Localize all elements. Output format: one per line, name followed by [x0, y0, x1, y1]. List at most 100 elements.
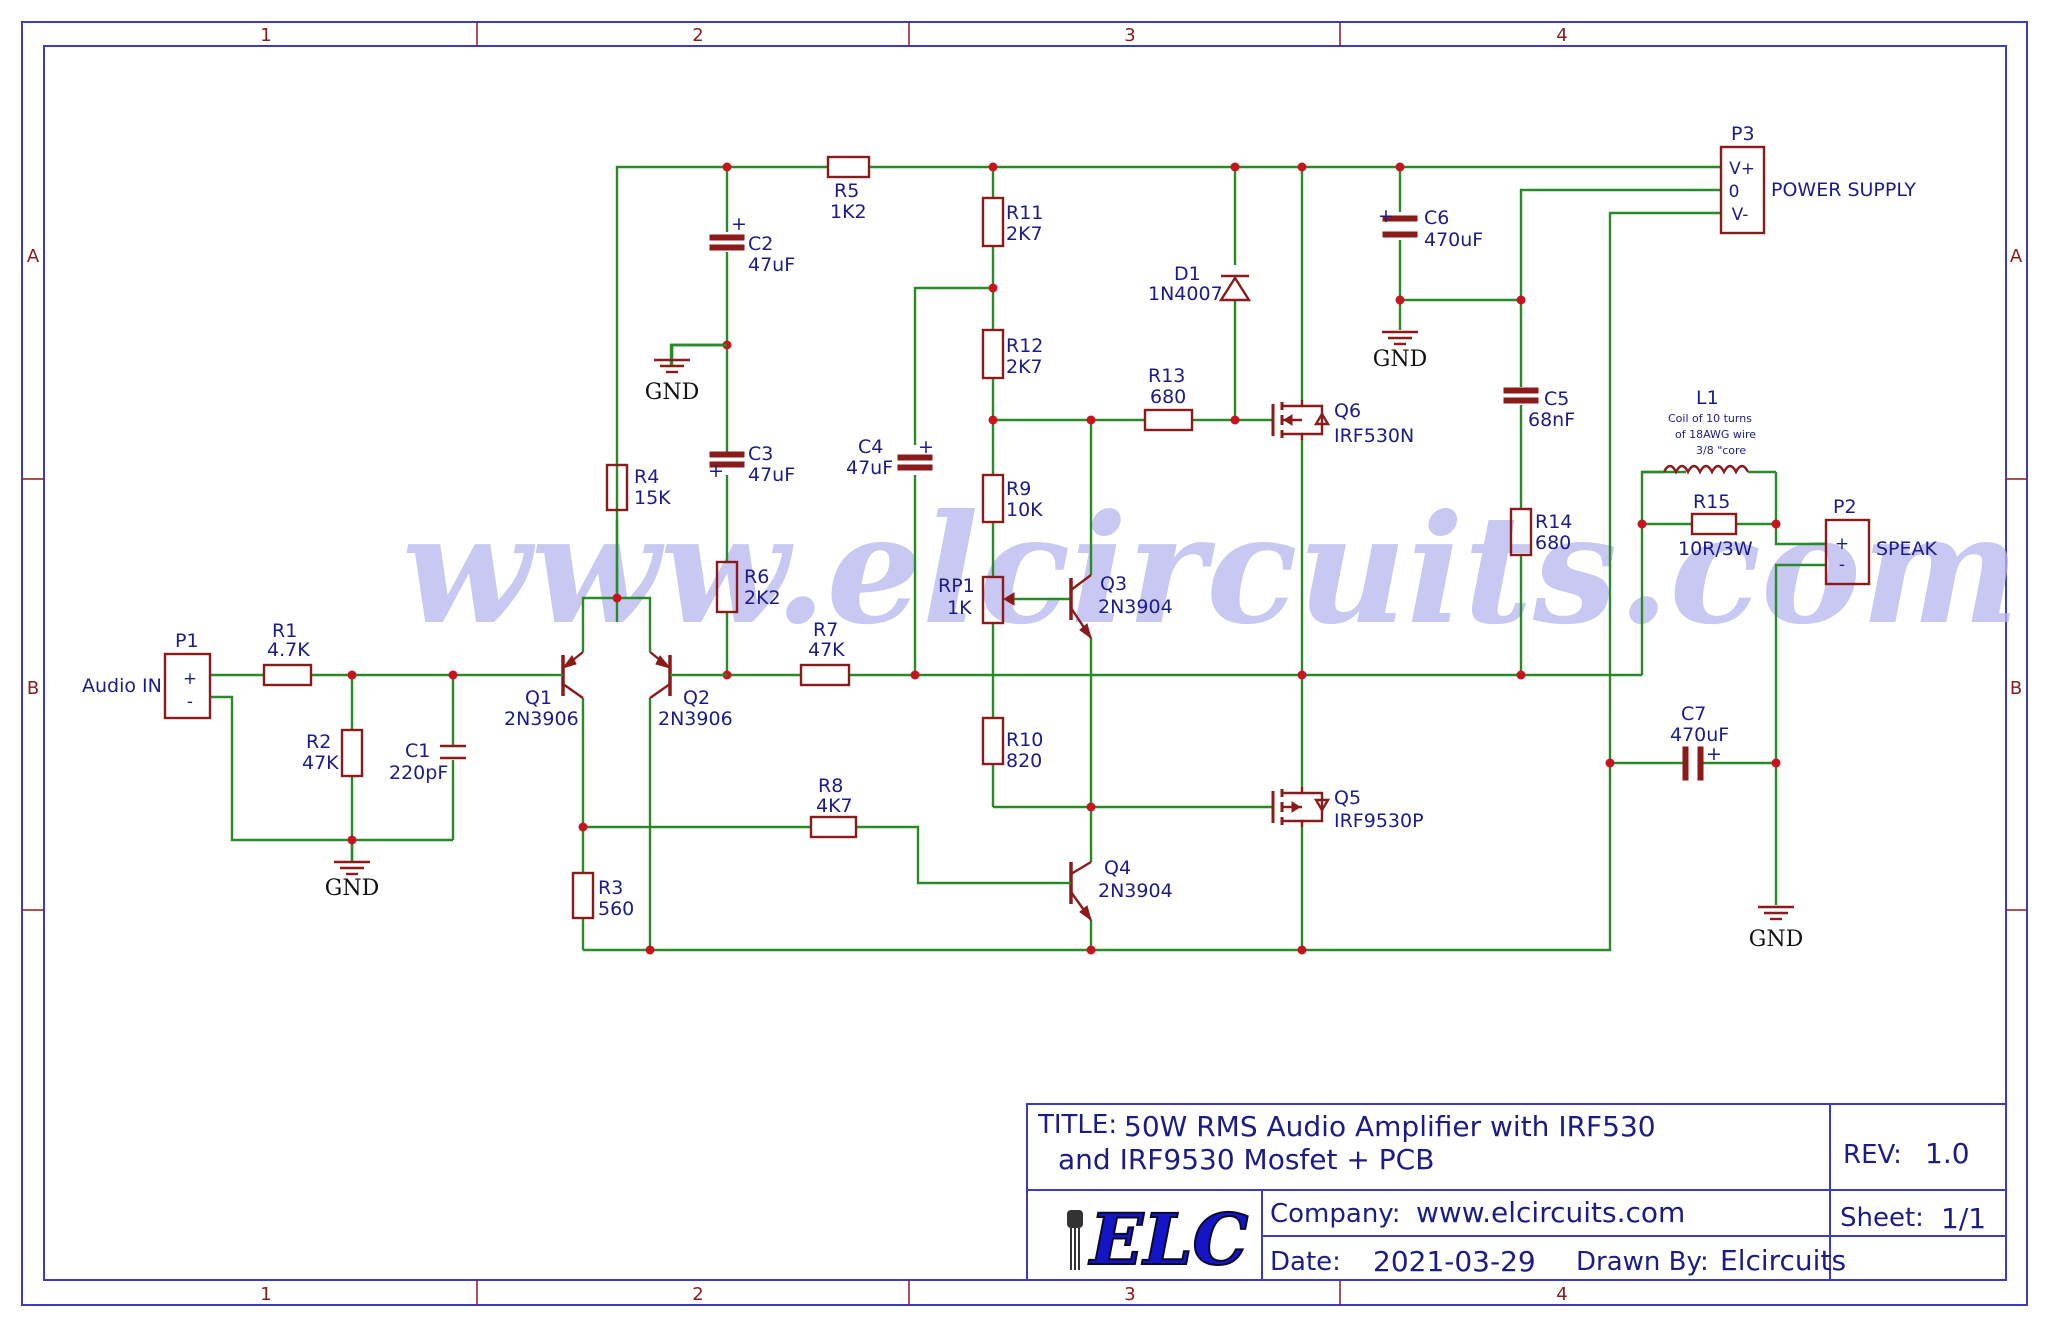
c5-ref: C5	[1544, 388, 1569, 410]
grid-row-a-right: A	[2010, 246, 2023, 267]
resistor-r1: R1 4.7K	[262, 620, 313, 687]
title-block: TITLE: 50W RMS Audio Amplifier with IRF5…	[1026, 1103, 2007, 1282]
q4-ref: Q4	[1104, 857, 1131, 879]
c6-value: 470uF	[1424, 229, 1483, 251]
c4-value: 47uF	[846, 457, 893, 479]
wires	[210, 165, 1826, 952]
r8-value: 4K7	[816, 795, 853, 817]
grid-col-1-top: 1	[260, 25, 271, 46]
r9-ref: R9	[1006, 478, 1031, 500]
c2-value: 47uF	[748, 254, 795, 276]
r8-ref: R8	[818, 775, 843, 797]
rev-value: 1.0	[1925, 1137, 1970, 1170]
capacitor-c2: + C2 47uF	[709, 213, 795, 276]
gnd-label-input: GND	[325, 876, 379, 901]
q2-value: 2N3906	[658, 708, 733, 730]
grid-row-b-left: B	[27, 678, 39, 699]
c1-ref: C1	[405, 740, 430, 762]
r11-ref: R11	[1006, 202, 1043, 224]
title-line-1: 50W RMS Audio Amplifier with IRF530	[1124, 1110, 1656, 1143]
drawn-by-label: Drawn By:	[1576, 1247, 1709, 1277]
resistor-r4: R4 15K	[605, 463, 671, 512]
capacitor-c6: + C6 470uF	[1378, 205, 1483, 251]
c2-plus: +	[731, 213, 747, 235]
elc-logo: ELC	[1067, 1197, 1250, 1282]
transistor-q1: Q1 2N3906	[504, 651, 584, 730]
transistor-logo-icon	[1067, 1210, 1083, 1270]
company-value: www.elcircuits.com	[1416, 1196, 1685, 1229]
resistor-r10: R10 820	[981, 716, 1043, 772]
grid-col-2-bottom: 2	[692, 1284, 703, 1305]
transistor-q3: Q3 2N3904	[1069, 573, 1173, 640]
resistor-r3: R3 560	[571, 871, 634, 920]
p3-pin-vplus: V+	[1729, 159, 1755, 179]
c3-plus: +	[708, 460, 724, 482]
r3-value: 560	[598, 898, 634, 920]
c7-plus: +	[1706, 743, 1722, 765]
r1-ref: R1	[272, 620, 297, 642]
c6-ref: C6	[1424, 207, 1449, 229]
capacitor-c4: + C4 47uF	[846, 436, 934, 479]
l1-note-3: 3/8 "core	[1696, 444, 1746, 457]
l1-note-1: Coil of 10 turns	[1668, 412, 1752, 425]
r4-ref: R4	[634, 466, 659, 488]
q6-ref: Q6	[1334, 400, 1361, 422]
sheet-value: 1/1	[1941, 1202, 1986, 1235]
p2-pin-plus: +	[1835, 534, 1849, 554]
rev-label: REV:	[1843, 1140, 1902, 1170]
ground-symbol-output: GND	[1749, 905, 1803, 952]
l1-ref: L1	[1696, 387, 1719, 409]
grid-col-3-top: 3	[1124, 25, 1135, 46]
grid-col-4-bottom: 4	[1556, 1284, 1567, 1305]
q6-value: IRF530N	[1334, 425, 1414, 447]
l1-note-2: of 18AWG wire	[1675, 428, 1756, 441]
resistor-r12: R12 2K7	[981, 328, 1043, 380]
q5-ref: Q5	[1334, 787, 1361, 809]
p2-pin-minus: -	[1839, 555, 1845, 575]
p3-pin-zero: 0	[1729, 182, 1740, 202]
r1-value: 4.7K	[267, 639, 310, 661]
r7-value: 47K	[808, 639, 845, 661]
c1-value: 220pF	[389, 762, 448, 784]
title-label: TITLE:	[1037, 1110, 1117, 1140]
r13-ref: R13	[1148, 365, 1185, 387]
connector-p2: + - P2 SPEAK	[1824, 496, 1938, 586]
r14-value: 680	[1535, 532, 1571, 554]
c5-value: 68nF	[1528, 409, 1575, 431]
mosfet-q6: Q6 IRF530N	[1271, 400, 1414, 447]
q2-ref: Q2	[683, 687, 710, 709]
c2-ref: C2	[748, 233, 773, 255]
grid-col-1-bottom: 1	[260, 1284, 271, 1305]
company-label: Company:	[1270, 1199, 1401, 1229]
p2-name: SPEAK	[1876, 538, 1938, 560]
resistor-r7: R7 47K	[799, 619, 851, 687]
r11-value: 2K7	[1006, 223, 1043, 245]
date-label: Date:	[1270, 1247, 1341, 1277]
c4-plus: +	[918, 436, 934, 458]
resistor-r6: R6 2K2	[715, 560, 781, 614]
p3-pin-vminus: V-	[1732, 205, 1749, 225]
resistor-r11: R11 2K7	[981, 196, 1043, 248]
resistor-r8: R8 4K7	[809, 775, 858, 839]
gnd-label-c6: GND	[1373, 347, 1427, 372]
c3-ref: C3	[748, 443, 773, 465]
c7-value: 470uF	[1670, 724, 1729, 746]
potentiometer-rp1: RP1 1K	[938, 575, 1015, 625]
transistor-q4: Q4 2N3904	[1060, 857, 1173, 922]
capacitor-c5: C5 68nF	[1503, 387, 1575, 431]
drawn-by-value: Elcircuits	[1720, 1244, 1846, 1277]
resistor-r5: R5 1K2	[826, 155, 871, 223]
q3-ref: Q3	[1100, 573, 1127, 595]
p1-pin-plus: +	[183, 669, 197, 689]
q5-value: IRF9530P	[1334, 810, 1424, 832]
p3-ref: P3	[1731, 123, 1755, 145]
title-line-2: and IRF9530 Mosfet + PCB	[1058, 1143, 1434, 1176]
grid-col-4-top: 4	[1556, 25, 1567, 46]
rp1-ref: RP1	[938, 575, 975, 597]
r13-value: 680	[1150, 386, 1186, 408]
connector-p3: V+ 0 V- P3 POWER SUPPLY	[1719, 123, 1916, 235]
r12-ref: R12	[1006, 335, 1043, 357]
r2-value: 47K	[302, 752, 339, 774]
r3-ref: R3	[598, 877, 623, 899]
